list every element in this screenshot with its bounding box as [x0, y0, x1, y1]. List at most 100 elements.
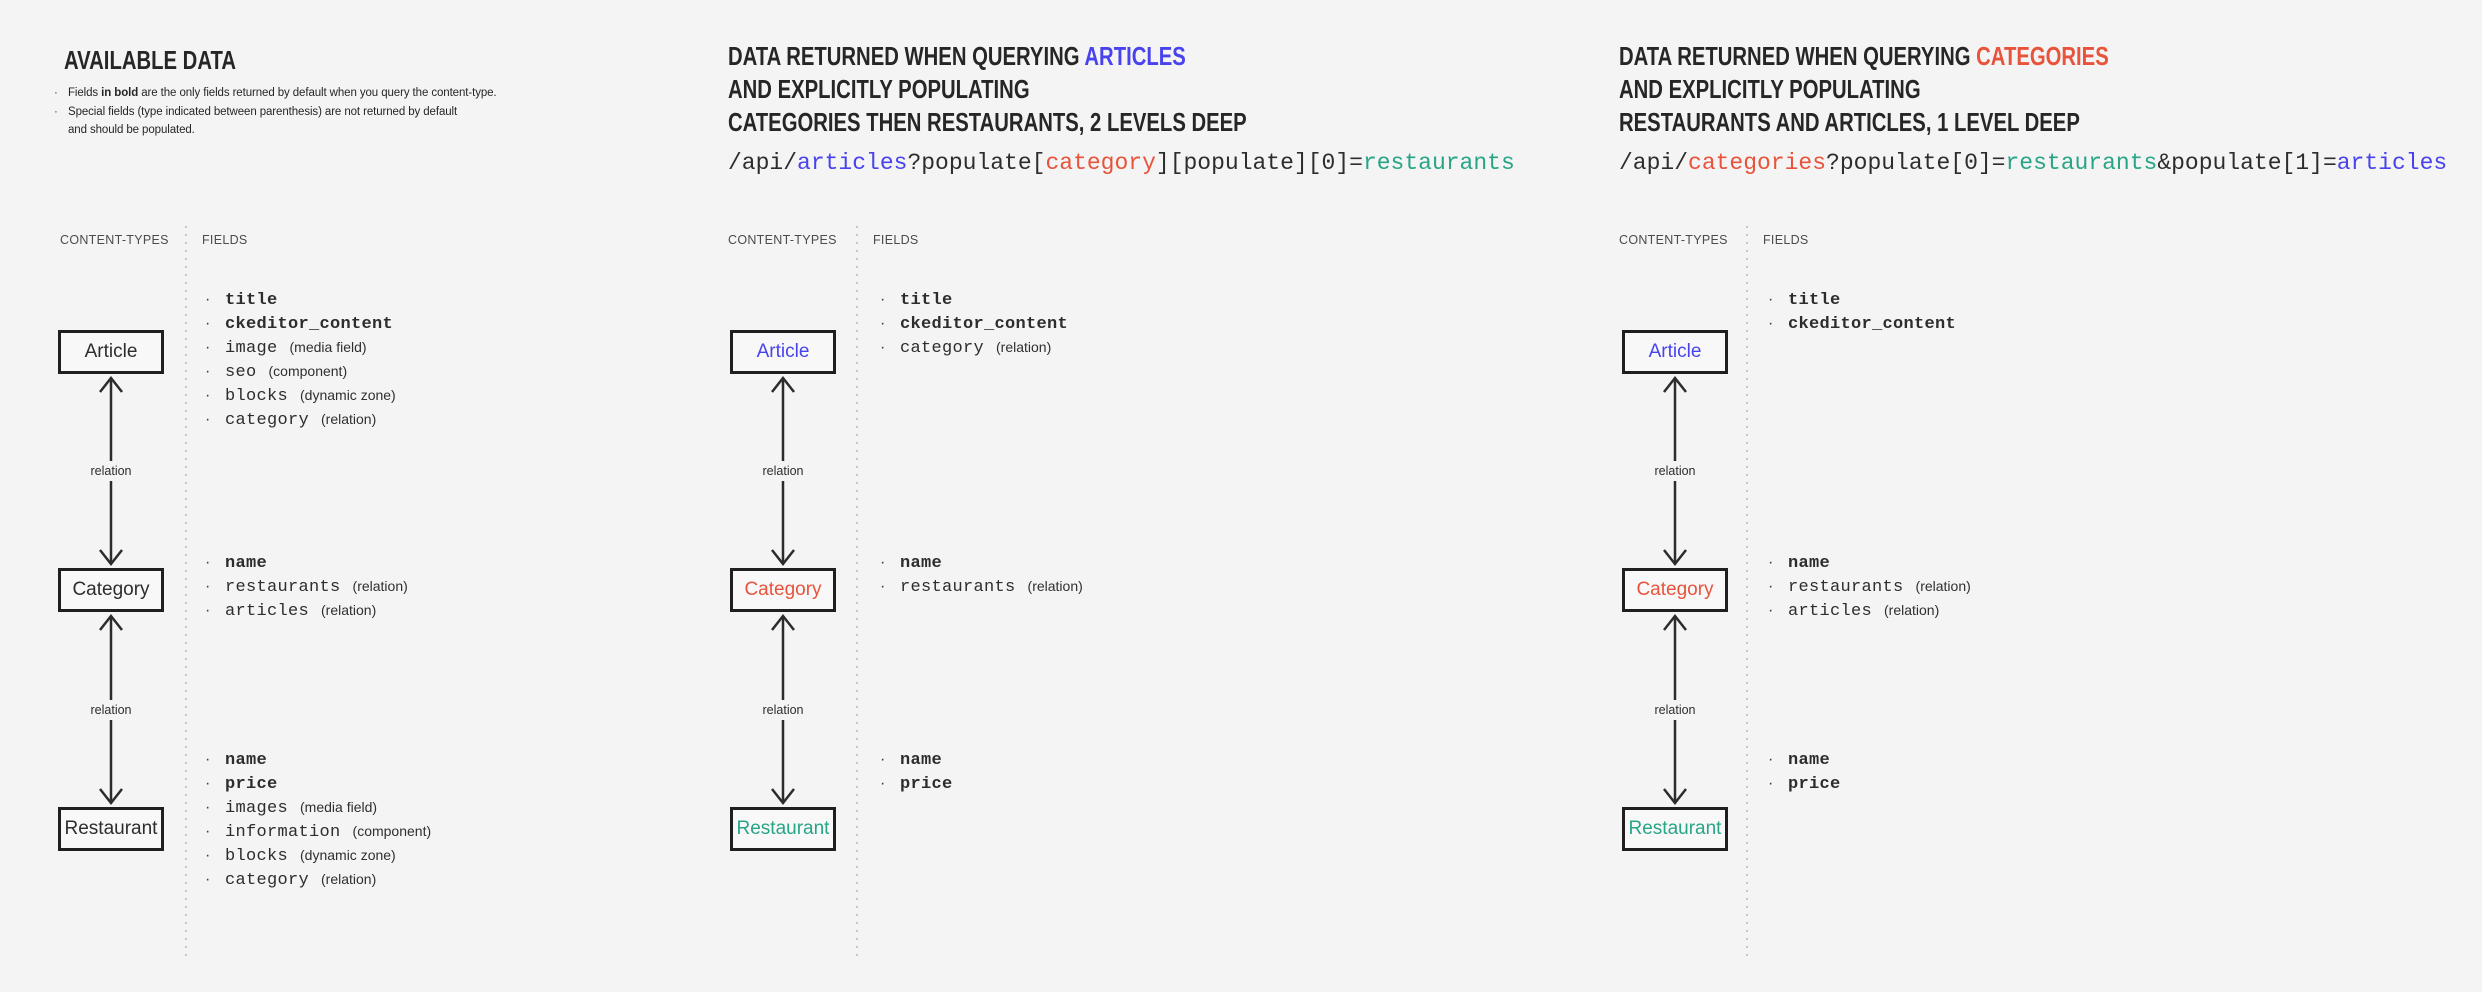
- fields-list-article: ·title ·ckeditor_content ·category(relat…: [880, 291, 1080, 363]
- bullet-icon: ·: [880, 315, 886, 332]
- field-type: (relation): [352, 578, 408, 594]
- legend-note-text: Fields in bold are the only fields retur…: [68, 87, 497, 99]
- field-item: ·title: [880, 291, 1080, 315]
- field-item: ·name: [205, 554, 408, 578]
- content-type-label: Restaurant: [1628, 818, 1722, 839]
- field-name: images: [225, 799, 289, 818]
- field-item: · category (relation): [205, 871, 431, 895]
- bullet-icon: ·: [1768, 315, 1774, 332]
- panel-title-line: AND EXPLICITLY POPULATING: [1619, 74, 1921, 104]
- field-name: information: [225, 823, 341, 842]
- field-item: ·ckeditor_content: [205, 315, 405, 339]
- bullet-icon: ·: [205, 751, 211, 768]
- content-type-box-article: Article: [730, 330, 836, 374]
- relation-label: relation: [84, 461, 138, 481]
- field-type: (relation): [1027, 578, 1083, 594]
- field-type: (relation): [1915, 578, 1971, 594]
- panel-title: DATA RETURNED WHEN QUERYING CATEGORIES A…: [1619, 40, 2109, 139]
- bullet-icon: ·: [54, 87, 58, 99]
- content-types-column-header: CONTENT-TYPES: [728, 233, 837, 247]
- field-name: title: [900, 291, 953, 310]
- field-name: ckeditor_content: [1788, 315, 1957, 334]
- field-name: name: [225, 554, 268, 573]
- fields-column-header: FIELDS: [873, 233, 919, 247]
- bullet-icon: ·: [205, 411, 211, 428]
- relation-label: relation: [84, 699, 138, 720]
- content-type-label: Category: [1636, 579, 1714, 600]
- content-types-column-header: CONTENT-TYPES: [1619, 233, 1728, 247]
- panel-title-line: CATEGORIES THEN RESTAURANTS, 2 LEVELS DE…: [728, 107, 1247, 137]
- field-name: name: [900, 751, 943, 770]
- field-name: category: [225, 871, 310, 890]
- field-type: (component): [352, 823, 432, 839]
- field-item: ·restaurants(relation): [880, 578, 1083, 602]
- field-item: · name: [880, 751, 965, 775]
- field-item: ·images(media field): [205, 799, 431, 823]
- bullet-icon: ·: [205, 315, 211, 332]
- legend-notes: · Fields in bold are the only fields ret…: [54, 84, 497, 140]
- content-type-label: Category: [744, 579, 822, 600]
- field-item: · title: [1768, 291, 1968, 315]
- bullet-icon: ·: [205, 871, 211, 888]
- field-name: title: [1788, 291, 1841, 310]
- content-type-box-restaurant: Restaurant: [58, 807, 164, 851]
- field-name: blocks: [225, 387, 289, 406]
- bullet-icon: ·: [205, 363, 211, 380]
- bullet-icon: ·: [205, 291, 211, 308]
- field-item: ·blocks(dynamic zone): [205, 387, 405, 411]
- field-item: ·articles(relation): [205, 602, 408, 626]
- field-item: ·ckeditor_content: [880, 315, 1080, 339]
- bullet-icon: ·: [205, 578, 211, 595]
- field-item: ·name: [205, 751, 431, 775]
- field-item: ·seo(component): [205, 363, 405, 387]
- field-name: restaurants: [225, 578, 341, 597]
- content-type-box-article: Article: [58, 330, 164, 374]
- field-type: (relation): [321, 602, 377, 618]
- fields-list-restaurant: · name ·price: [880, 751, 965, 799]
- fields-column-header: FIELDS: [202, 233, 248, 247]
- panel-title-line: RESTAURANTS AND ARTICLES, 1 LEVEL DEEP: [1619, 107, 2080, 137]
- legend-note-text: Special fields (type indicated between p…: [68, 105, 458, 118]
- panel-title: AVAILABLE DATA: [64, 45, 236, 75]
- fields-column-header: FIELDS: [1763, 233, 1809, 247]
- bullet-icon: ·: [1768, 291, 1774, 308]
- field-item: ·category(relation): [880, 339, 1080, 363]
- relation-label: relation: [1648, 461, 1702, 481]
- bullet-icon: ·: [880, 751, 886, 768]
- fields-list-article: ·title ·ckeditor_content ·image(media fi…: [205, 291, 405, 435]
- relation-arrow: relation: [1648, 612, 1702, 807]
- bullet-icon: ·: [205, 823, 211, 840]
- bullet-icon: ·: [1768, 602, 1774, 619]
- fields-list-category: ·name ·restaurants(relation): [880, 554, 1083, 602]
- legend-note: · Special fields (type indicated between…: [54, 103, 497, 122]
- field-item: · articles (relation): [1768, 602, 1971, 626]
- bullet-icon: ·: [205, 339, 211, 356]
- field-name: name: [1788, 554, 1831, 573]
- bullet-icon: ·: [880, 339, 886, 356]
- field-name: articles: [1788, 602, 1873, 621]
- field-type: (relation): [1884, 602, 1940, 618]
- bullet-icon: ·: [1768, 751, 1774, 768]
- field-type: (relation): [321, 871, 377, 887]
- bullet-icon: ·: [205, 387, 211, 404]
- field-name: name: [1788, 751, 1831, 770]
- column-divider: [185, 226, 187, 958]
- content-type-label: Restaurant: [64, 818, 158, 839]
- field-item: ·restaurants(relation): [1768, 578, 1971, 602]
- fields-list-restaurant: ·name ·price ·images(media field) ·infor…: [205, 751, 431, 895]
- field-name: seo: [225, 363, 257, 382]
- field-name: title: [225, 291, 278, 310]
- field-name: price: [225, 775, 278, 794]
- content-type-box-restaurant: Restaurant: [730, 807, 836, 851]
- field-type: (dynamic zone): [300, 847, 396, 863]
- relation-label: relation: [756, 699, 810, 720]
- content-types-column-header: CONTENT-TYPES: [60, 233, 169, 247]
- column-divider: [1746, 226, 1748, 958]
- bullet-icon: ·: [1768, 578, 1774, 595]
- field-item: ·price: [880, 775, 965, 799]
- relation-label: relation: [1648, 699, 1702, 720]
- legend-note: · Fields in bold are the only fields ret…: [54, 84, 497, 103]
- field-item: ·price: [205, 775, 431, 799]
- field-name: image: [225, 339, 278, 358]
